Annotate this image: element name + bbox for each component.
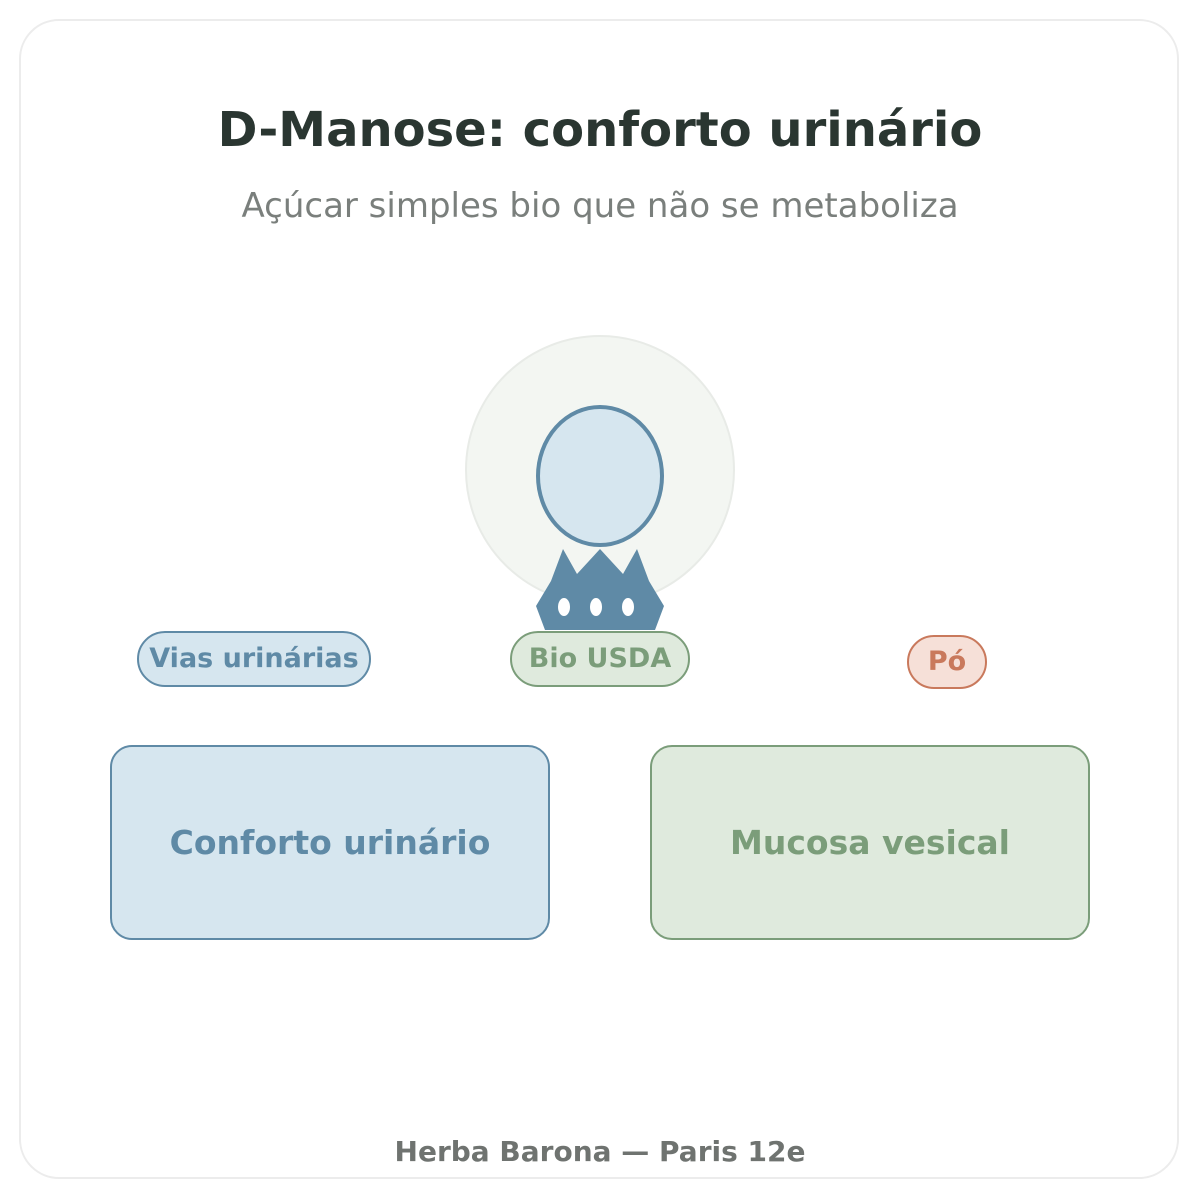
bladder-icon: [465, 335, 735, 630]
crystal-dot: [622, 598, 634, 616]
benefit-label-mucosa: Mucosa vesical: [730, 823, 1010, 862]
tag-po: Pó: [907, 635, 987, 689]
page-title: D-Manose: conforto urinário: [217, 102, 983, 158]
crystal-dot: [590, 598, 602, 616]
benefit-label-conforto: Conforto urinário: [169, 823, 491, 862]
benefit-box-conforto: Conforto urinário: [110, 745, 550, 940]
tag-vias-urinarias: Vias urinárias: [137, 631, 371, 687]
bladder-circle: [536, 405, 664, 547]
benefit-box-mucosa: Mucosa vesical: [650, 745, 1090, 940]
tag-bio-usda: Bio USDA: [510, 631, 690, 687]
page-subtitle: Açúcar simples bio que não se metaboliza: [241, 186, 959, 226]
crystal-dot: [558, 598, 570, 616]
footer-brand: Herba Barona — Paris 12e: [394, 1135, 806, 1168]
